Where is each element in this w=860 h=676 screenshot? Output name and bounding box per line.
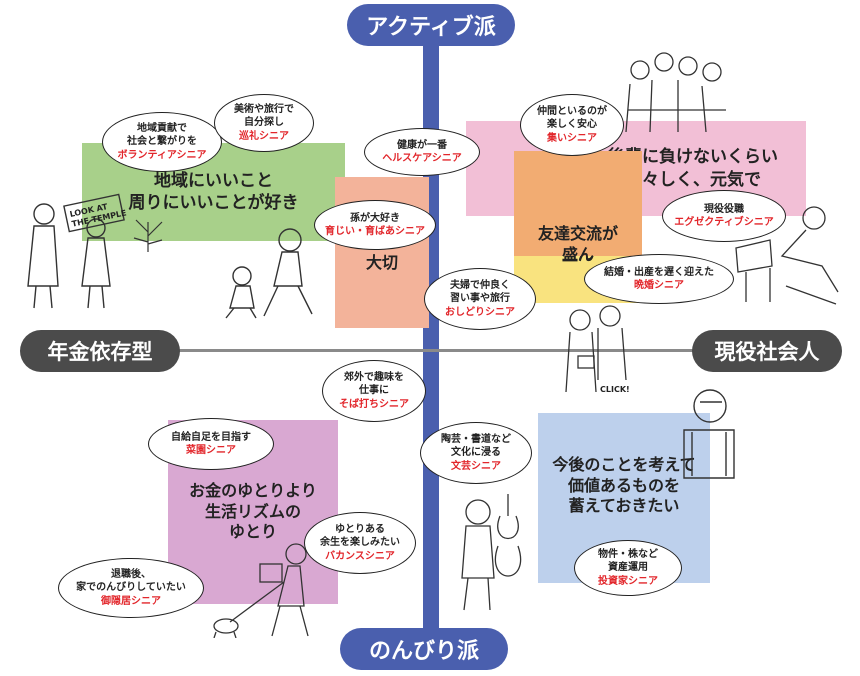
bubble-pilgrim: 美術や旅行で 自分探し 巡礼シニア: [214, 94, 314, 152]
bubble-grandparent-text: 孫が大好き: [350, 212, 400, 224]
zone-friends-fill: [514, 151, 642, 256]
bubble-investor-text: 物件・株など 資産運用: [598, 548, 658, 574]
bubble-retired: 退職後、 家でのんびりしていたい 御隠居シニア: [58, 558, 204, 618]
bubble-latemarriage-label: 晩婚シニア: [634, 280, 684, 291]
bubble-retired-label: 御隠居シニア: [101, 595, 161, 607]
illustration-cellist-icon: [461, 494, 522, 611]
bubble-gathering-label: 集いシニア: [547, 132, 597, 144]
bubble-vacation-text: ゆとりある 余生を楽しみたい: [320, 523, 400, 549]
zone-friends-label: 友達交流が 盛ん: [537, 224, 618, 264]
illustration-plant-sketch-icon: [133, 219, 163, 252]
illustration-dog-walker-icon: [213, 543, 309, 638]
bubble-garden: 自給自足を目指す 菜園シニア: [148, 418, 274, 470]
bubble-health-label: ヘルスケアシニア: [382, 153, 462, 164]
bubble-dancing-label: おしどりシニア: [445, 306, 515, 318]
bubble-gathering: 仲間といるのが 楽しく安心 集いシニア: [520, 94, 624, 156]
illustration-grandpa-running-icon: [225, 228, 313, 319]
axis-label-active: アクティブ派: [347, 4, 515, 46]
bubble-retired-text: 退職後、 家でのんびりしていたい: [76, 568, 186, 594]
bubble-vacation-label: バカンスシニア: [325, 550, 395, 562]
bubble-latemarriage-text: 結婚・出産を遅く迎えた: [604, 266, 714, 278]
axis-label-relaxed: のんびり派: [340, 628, 508, 670]
axis-label-working: 現役社会人: [692, 330, 842, 372]
bubble-soba-label: そば打ちシニア: [339, 398, 409, 410]
bubble-latemarriage: 結婚・出産を遅く迎えた 晩婚シニア: [584, 254, 734, 304]
bubble-culture-label: 文芸シニア: [451, 460, 501, 472]
bubble-volunteer-text: 地域貢献で 社会と繋がりを: [127, 122, 197, 148]
bubble-executive-text: 現役役職: [704, 203, 744, 215]
illustration-dancing-couple-icon: CLICK!: [565, 305, 630, 394]
bubble-pilgrim-text: 美術や旅行で 自分探し: [234, 103, 294, 129]
bubble-garden-label: 菜園シニア: [186, 445, 236, 456]
bubble-garden-text: 自給自足を目指す: [171, 431, 251, 443]
camera-sound-text: CLICK!: [600, 385, 630, 394]
bubble-culture-text: 陶芸・書道など 文化に浸る: [441, 433, 511, 459]
bubble-dancing-text: 夫婦で仲良く 習い事や旅行: [450, 279, 510, 305]
bubble-grandparent: 孫が大好き 育じい・育ばあシニア: [314, 200, 436, 250]
bubble-gathering-text: 仲間といるのが 楽しく安心: [537, 105, 607, 131]
vertical-axis: [423, 28, 439, 668]
illustration-relaxing-man-icon: [735, 206, 839, 305]
bubble-soba: 郊外で趣味を 仕事に そば打ちシニア: [322, 360, 426, 422]
bubble-vacation: ゆとりある 余生を楽しみたい バカンスシニア: [304, 512, 416, 574]
bubble-grandparent-label: 育じい・育ばあシニア: [325, 226, 425, 237]
bubble-volunteer-label: ボランティアシニア: [117, 149, 207, 161]
illustration-tourists-icon: LOOK ATTHE TEMPLE: [27, 193, 127, 309]
bubble-pilgrim-label: 巡礼シニア: [239, 130, 289, 142]
illustration-reading-man-icon: [683, 389, 735, 479]
bubble-volunteer: 地域貢献で 社会と繋がりを ボランティアシニア: [102, 112, 222, 172]
axis-label-pension: 年金依存型: [20, 330, 180, 372]
bubble-investor: 物件・株など 資産運用 投資家シニア: [574, 540, 682, 596]
zone-future: 今後のことを考えて 価値あるものを 蓄えておきたい: [538, 413, 710, 583]
bubble-health-text: 健康が一番: [397, 139, 447, 151]
bubble-investor-label: 投資家シニア: [598, 575, 658, 587]
bubble-executive-label: エグゼクティブシニア: [674, 217, 774, 228]
bubble-culture: 陶芸・書道など 文化に浸る 文芸シニア: [420, 422, 532, 484]
bubble-soba-text: 郊外で趣味を 仕事に: [344, 371, 404, 397]
bubble-health: 健康が一番 ヘルスケアシニア: [364, 128, 480, 176]
horizontal-axis: [150, 349, 710, 352]
illustration-friends-group-icon: [625, 52, 726, 133]
bubble-dancing: 夫婦で仲良く 習い事や旅行 おしどりシニア: [424, 268, 536, 330]
bubble-executive: 現役役職 エグゼクティブシニア: [662, 190, 786, 242]
